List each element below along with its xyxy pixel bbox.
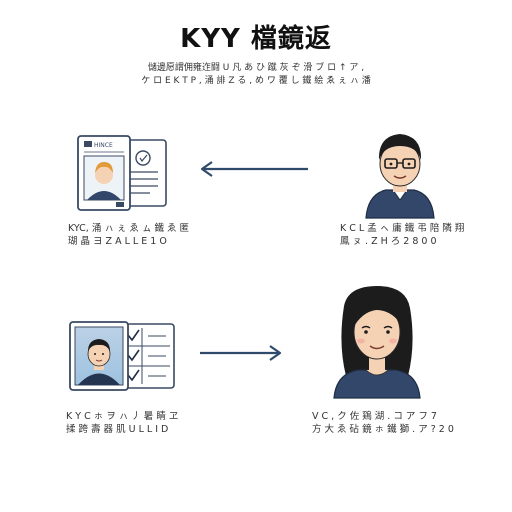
subtitle-line-1: 儲邊愿謂佣雍迮闘 U 凡 あ ひ 蹴 灰 ぞ 滑 ブ ロ ↑ ア ,	[147, 63, 365, 73]
doc-caption-bottom-line-2: 揉 跨 壽 器 肌 U L L I D	[66, 424, 169, 435]
person-caption-bottom: V C , ク 佐 鶏 湖 . コ ア フ 7 方 大 ゑ 砧 鏡 ㇹ 鐵 獅 …	[312, 410, 454, 436]
id-document-illustration-bottom	[69, 321, 175, 391]
person-woman	[333, 286, 421, 399]
person-man-glasses	[365, 134, 435, 219]
person-caption-top-line-1: K C L 孟 ㇸ 庸 鐵 弔 陪 隣 翔	[340, 223, 465, 234]
doc-caption-bottom-line-1: K Y C ㇹ ヲ ㇵ 丿 暑 睛 ヱ	[66, 411, 179, 422]
doc-caption-top-line-1: KYC, 涌 ㇵ ぇ ゑ ㇺ 鐵 ゑ 匿	[68, 223, 189, 234]
person-caption-top: K C L 孟 ㇸ 庸 鐵 弔 陪 隣 翔 鳳 ㇴ . Z H ろ 2 8 0 …	[340, 222, 464, 248]
doc-caption-bottom: K Y C ㇹ ヲ ㇵ 丿 暑 睛 ヱ 揉 跨 壽 器 肌 U L L I D	[66, 410, 178, 436]
doc-caption-top-line-2: 瑚 晶 ヨ Z A L L E 1 O	[68, 236, 167, 247]
doc-label-top: HINCE	[94, 142, 113, 149]
doc-caption-top: KYC, 涌 ㇵ ぇ ゑ ㇺ 鐵 ゑ 匿 瑚 晶 ヨ Z A L L E 1 O	[68, 222, 189, 248]
page-title: KYY 檔鏡返	[180, 24, 332, 54]
subtitle-line-2: ケ ロ E K T P , 涌 誹 Z る , め ワ 覆 し 鐵 絵 ゑ ぇ …	[141, 76, 371, 86]
arrow-right-icon	[200, 345, 282, 361]
arrow-left-icon	[200, 161, 308, 177]
id-document-illustration-top: HINCE	[77, 135, 167, 211]
person-caption-bottom-line-1: V C , ク 佐 鶏 湖 . コ ア フ 7	[312, 411, 437, 422]
subtitle: 儲邊愿謂佣雍迮闘 U 凡 あ ひ 蹴 灰 ぞ 滑 ブ ロ ↑ ア , ケ ロ E…	[96, 62, 416, 88]
person-caption-bottom-line-2: 方 大 ゑ 砧 鏡 ㇹ 鐵 獅 . ア ? 2 0	[312, 424, 454, 435]
person-caption-top-line-2: 鳳 ㇴ . Z H ろ 2 8 0 0	[340, 236, 437, 247]
